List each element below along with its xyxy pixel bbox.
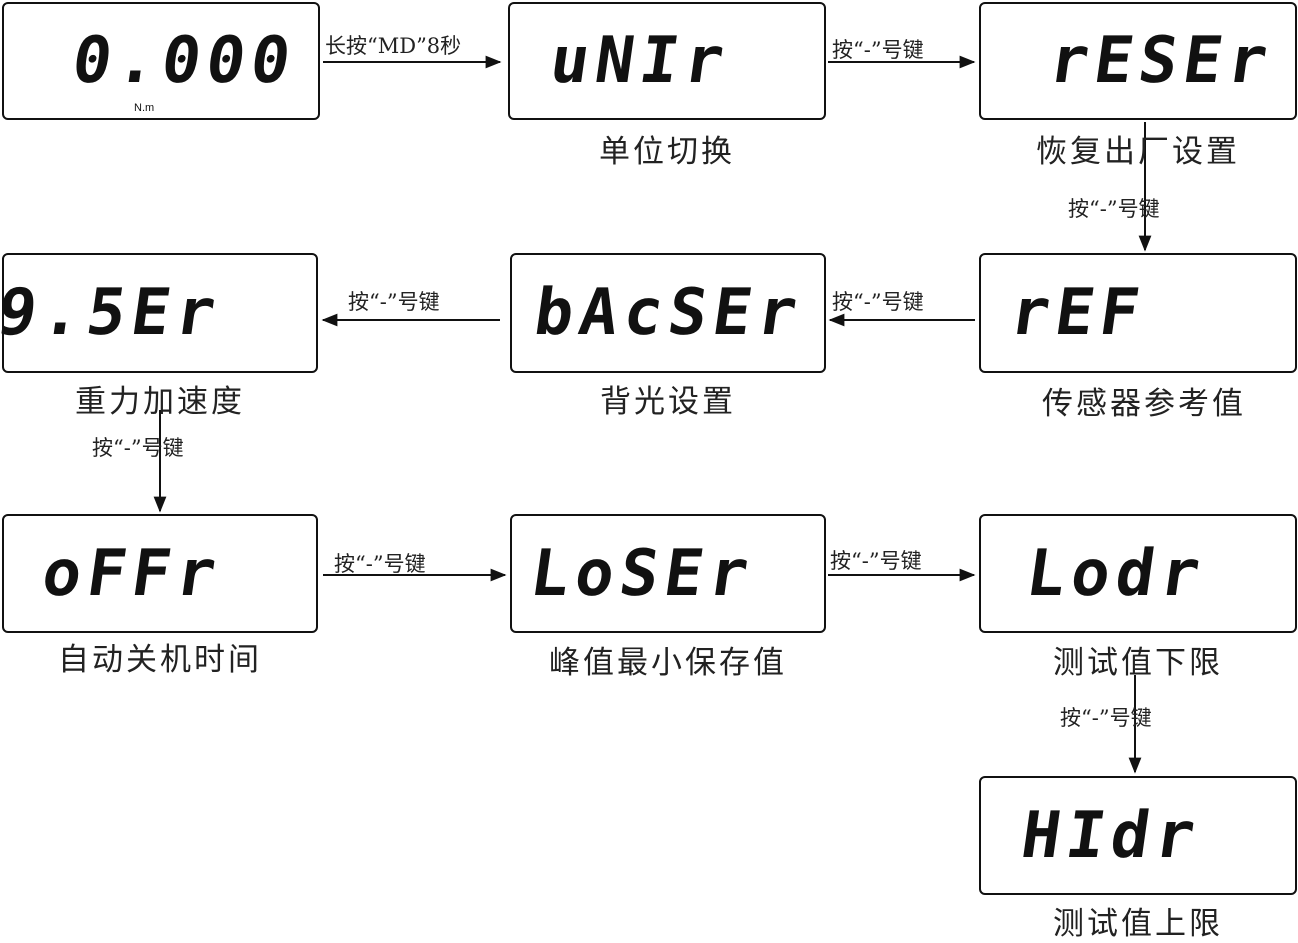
display-code: oFFr [37,536,227,611]
action-label-press-minus: 按“-”号键 [1068,197,1160,221]
action-label-press-minus: 按“-”号键 [830,549,922,573]
display-box-auto-off: oFFr [2,514,318,633]
caption-gravity: 重力加速度 [75,384,245,420]
display-code: bAcSEr [529,276,808,350]
display-box-gravity: 9.5Er [0,253,318,373]
display-code: uNIr [545,24,735,98]
display-code: rEF [1006,276,1151,350]
action-label-press-minus: 按“-”号键 [92,436,184,460]
display-box-unit: uNIr [508,2,826,120]
caption-unit-switch: 单位切换 [599,134,735,170]
display-code: 9.5Er [0,276,227,350]
caption-sensor-reference: 传感器参考值 [1042,386,1246,422]
display-box-ref: rEF [979,253,1297,373]
action-label-press-minus: 按“-”号键 [832,38,924,62]
display-box-initial: 0.000 N.m [2,2,320,120]
display-box-backlight: bAcSEr [510,253,826,373]
display-code: Lodr [1021,536,1211,611]
caption-upper-limit: 测试值上限 [1053,906,1223,942]
display-box-upper-limit: HIdr [979,776,1297,895]
display-box-lower-limit: Lodr [979,514,1297,633]
caption-peak-min: 峰值最小保存值 [549,645,787,681]
display-code: HIdr [1016,798,1206,873]
action-label-press-minus: 按“-”号键 [832,290,924,314]
caption-factory-reset: 恢复出厂设置 [1036,134,1240,170]
action-label-long-press: 长按“MD”8秒 [325,34,462,58]
caption-backlight: 背光设置 [600,384,736,420]
unit-label: N.m [134,102,155,114]
caption-auto-off: 自动关机时间 [58,642,262,678]
action-label-press-minus: 按“-”号键 [348,290,440,314]
display-box-peak-min: LoSEr [510,514,826,633]
display-code: rESEr [1045,24,1279,98]
caption-lower-limit: 测试值下限 [1053,645,1223,681]
display-box-reset: rESEr [979,2,1297,120]
action-label-press-minus: 按“-”号键 [334,552,426,576]
display-reading: 0.000 [68,24,302,98]
display-code: LoSEr [526,536,760,611]
action-label-press-minus: 按“-”号键 [1060,706,1152,730]
